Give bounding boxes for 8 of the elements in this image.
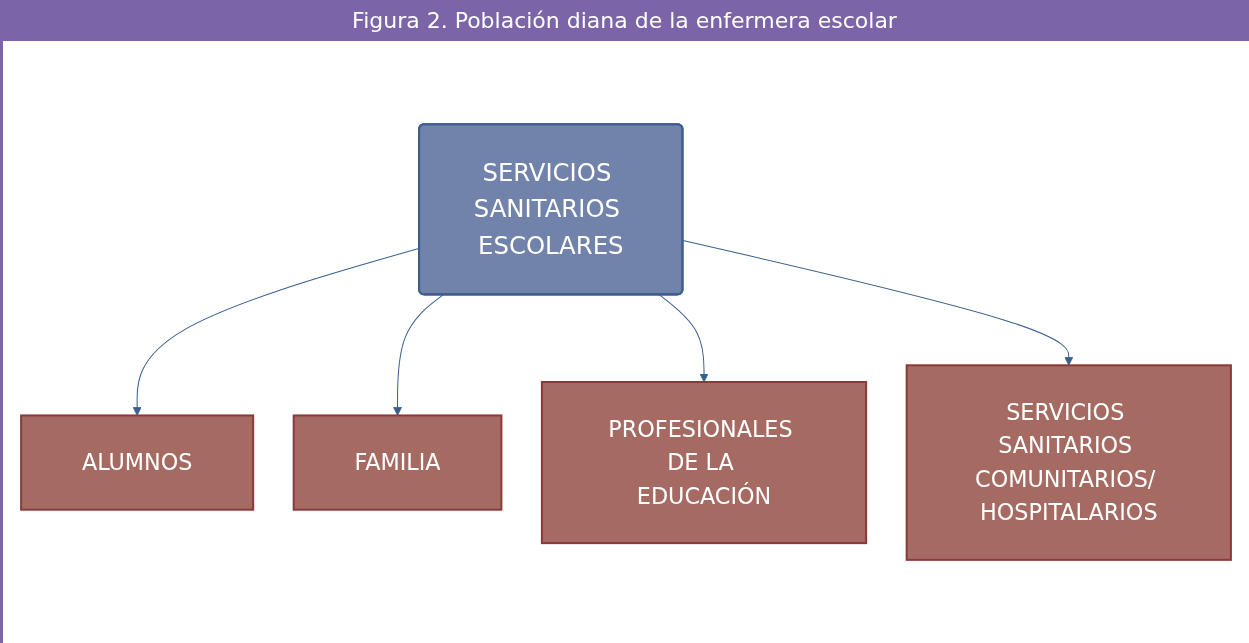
node-box: FAMILIA — [292, 414, 503, 511]
arrow — [393, 294, 444, 416]
node-box: SERVICIOS SANITARIOS COMUNITARIOS/ HOSPITALARIOS — [905, 364, 1232, 561]
arrow — [682, 239, 1074, 366]
arrow — [658, 294, 709, 383]
node-box: ALUMNOS — [20, 414, 255, 511]
node-box: PROFESIONALES DE LA EDUCACIÓN — [540, 381, 868, 545]
figure-title: Figura 2. Población diana de la enfermera escolar — [0, 0, 1249, 41]
